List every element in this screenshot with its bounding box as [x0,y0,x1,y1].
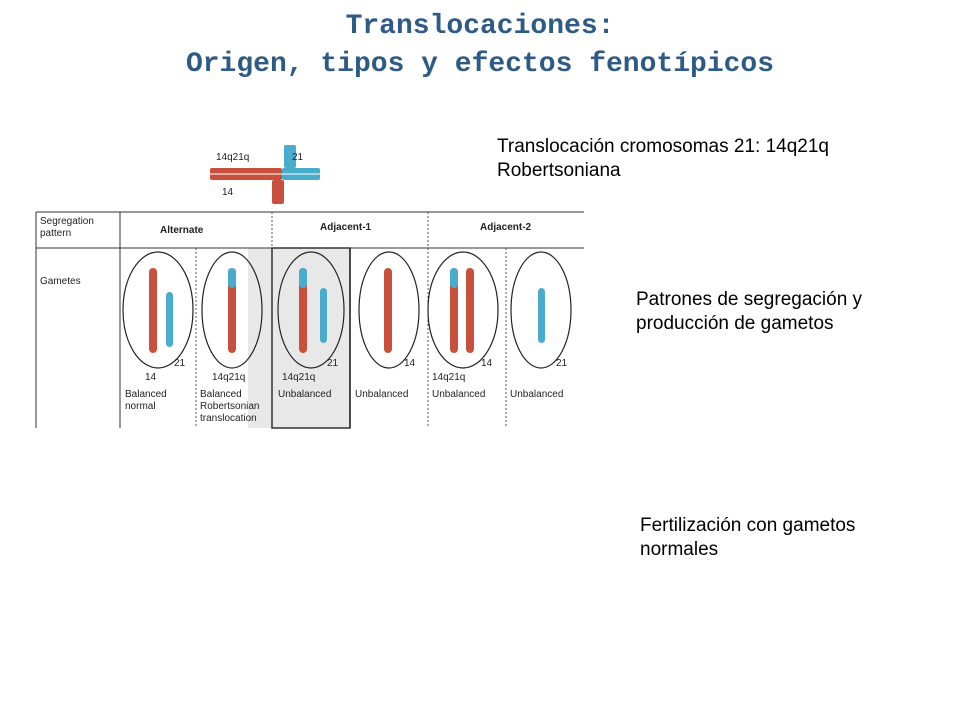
chromosome-14q21q-red [228,268,236,353]
gamete-caption-line-1: Balanced [200,389,242,400]
segregation-label-line-2: pattern [40,228,71,239]
gamete-label-b: 14 [481,358,493,369]
pattern-adjacent-2: Adjacent-2 [480,222,532,233]
gamete-caption-line-1: Unbalanced [510,389,563,400]
gamete-ellipse [358,251,420,369]
segregation-note: Patrones de segregación y producción de … [636,288,862,336]
gamete-ellipse [427,251,499,369]
gamete-4: 14 Unbalanced [355,251,420,400]
gamete-label-b: 21 [174,358,186,369]
gamete-2: 14q21q Balanced Robertsonian translocati… [200,251,263,424]
translocation-note-line-1: Translocación cromosomas 21: 14q21q [497,136,829,157]
chromosome-14q21q-blue [450,268,458,288]
fertilization-note-line-1: Fertilización con gametos [640,515,856,536]
pattern-adjacent-1: Adjacent-1 [320,222,372,233]
fertilization-note: Fertilización con gametos normales [640,514,855,562]
page-title: Translocaciones: Origen, tipos y efectos… [0,8,960,84]
segregation-note-line-1: Patrones de segregación y [636,289,863,310]
translocation-schematic: 14q21q 21 14 [210,145,320,204]
gamete-caption-line-2: normal [125,401,156,412]
title-line-2: Origen, tipos y efectos fenotípicos [185,49,775,80]
chromosome-14 [384,268,392,353]
gamete-caption-line-1: Balanced [125,389,167,400]
gamete-label-a: 21 [556,358,568,369]
chromosome-14 [466,268,474,353]
gamete-3: 14q21q 21 Unbalanced [277,251,345,400]
label-14q21q: 14q21q [216,152,249,163]
gamete-label-a: 14 [145,372,157,383]
gamete-label-a: 14 [404,358,416,369]
chromosome-14q21q-red [450,268,458,353]
gamete-ellipse [201,251,263,369]
gamete-ellipse [122,251,194,369]
pattern-alternate: Alternate [160,225,204,236]
gametes-label: Gametes [40,276,81,287]
gamete-ellipse [510,251,572,369]
gamete-label-a: 14q21q [212,372,245,383]
gamete-caption-line-1: Unbalanced [278,389,331,400]
label-21: 21 [292,152,304,163]
chromosome-21 [320,288,327,343]
chromosome-14q21q-red [299,268,307,353]
title-line-1: Translocaciones: [345,11,615,42]
gamete-label-b: 21 [327,358,339,369]
gamete-6: 21 Unbalanced [510,251,572,400]
gamete-caption-line-1: Unbalanced [432,389,485,400]
gamete-1: 14 21 Balanced normal [122,251,194,412]
gamete-label-a: 14q21q [282,372,315,383]
gamete-caption-line-3: translocation [200,413,257,424]
chromosome-21 [166,292,173,347]
chromosome-14-lower [272,180,284,204]
gamete-caption-line-1: Unbalanced [355,389,408,400]
label-14: 14 [222,187,234,198]
chromosome-21-upper [284,145,296,168]
gamete-label-a: 14q21q [432,372,465,383]
translocation-note: Translocación cromosomas 21: 14q21q Robe… [497,135,829,183]
chromosome-14q21q-blue [299,268,307,288]
chromosome-21 [538,288,545,343]
fertilization-note-line-2: normales [640,539,719,560]
segregation-note-line-2: producción de gametos [636,313,834,334]
gamete-ellipse [277,251,345,369]
chromosome-14 [149,268,157,353]
gamete-caption-line-2: Robertsonian [200,401,259,412]
translocation-note-line-2: Robertsoniana [497,160,621,181]
gamete-5: 14q21q 14 Unbalanced [427,251,499,400]
segregation-label-line-1: Segregation [40,216,94,227]
chromosome-14q21q-blue [228,268,236,288]
